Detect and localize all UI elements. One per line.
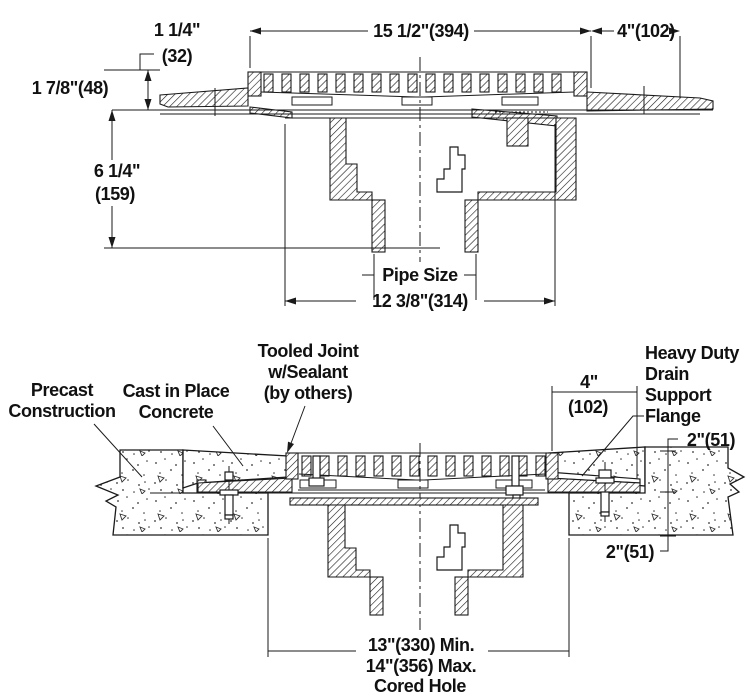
label-joint-line1: Tooled Joint [258, 341, 359, 361]
label-pipe-size: Pipe Size [362, 254, 477, 300]
dim-cored-hole-line1: 13"(330) Min. [368, 635, 474, 655]
dim-grate-lip-in: 1 1/4" [154, 20, 200, 40]
right-rim-flange [586, 91, 714, 112]
label-joint-line2: w/Sealant [267, 362, 348, 382]
dim-sump-depth-in: 6 1/4" [94, 161, 140, 181]
leader-support-flange [581, 415, 644, 477]
dim-sump-depth-mm: (159) [95, 184, 135, 204]
dim-flange-ext-installed: 4" (102) [551, 372, 638, 478]
label-support-line2: Drain [645, 364, 689, 384]
label-cast-in-place: Cast in Place Concrete [123, 381, 244, 467]
outlet-pipe-wall [454, 576, 469, 616]
dim-flange-extension-label: 4"(102) [617, 21, 675, 41]
leader-precast [93, 423, 143, 478]
dim-sump-depth: 6 1/4" (159) [94, 110, 440, 249]
dim-rim-height-label: 1 7/8"(48) [32, 78, 109, 98]
label-support-line1: Heavy Duty [645, 343, 739, 363]
label-tooled-joint: Tooled Joint w/Sealant (by others) [258, 341, 359, 453]
deck-lines [112, 109, 713, 119]
dim-grate-lip-mm: (32) [162, 46, 193, 66]
label-precast-construction: Precast Construction [8, 380, 143, 478]
grate-installed [285, 452, 559, 491]
label-precast-line2: Construction [8, 401, 115, 421]
dim-body-flange-dia: 12 3/8"(314) [284, 124, 556, 311]
left-rim-flange [159, 87, 249, 108]
sediment-bucket-detail [436, 146, 466, 193]
dim-grate-lip: 1 1/4" (32) [104, 20, 200, 71]
grate-bolt-left [308, 455, 325, 487]
drain-body [329, 117, 577, 253]
dim-flange-ext-mm: (102) [568, 397, 608, 417]
cast-in-place-left [182, 449, 289, 489]
outlet-pipe-wall [464, 199, 479, 253]
top-section-view: 15 1/2"(394) 4"(102) 1 1/4" (32) 1 7/8"(… [32, 20, 714, 311]
dim-slab-bottom-label: 2"(51) [606, 542, 655, 562]
label-pipe-size-text: Pipe Size [382, 265, 458, 285]
bottom-installation-view: Precast Construction Cast in Place Concr… [8, 341, 746, 696]
outlet-pipe-wall [371, 199, 386, 253]
sediment-bucket-detail [436, 524, 466, 571]
left-clamp-collar [249, 106, 293, 119]
label-support-line3: Support [645, 385, 712, 405]
dim-flange-extension: 4"(102) [591, 21, 681, 98]
leader-joint-arrow [287, 441, 294, 453]
anchor-bolt-left [219, 466, 239, 524]
dim-cored-hole-line3: Cored Hole [374, 676, 466, 696]
dim-cored-hole-line2: 14"(356) Max. [366, 656, 476, 676]
label-support-flange: Heavy Duty Drain Support Flange [581, 343, 740, 477]
dim-grate-width-label: 15 1/2"(394) [373, 21, 469, 41]
leader-cast [212, 425, 244, 467]
drain-body-installed [289, 497, 539, 616]
dim-slab-top-label: 2"(51) [687, 430, 736, 450]
dim-cored-hole: 13"(330) Min. 14"(356) Max. Cored Hole [267, 538, 570, 696]
label-support-line4: Flange [645, 406, 701, 426]
dim-flange-ext-in: 4" [580, 372, 598, 392]
dim-slab-top: 2"(51) 2"(51) [606, 430, 736, 562]
anchor-bolt-right [595, 462, 615, 522]
dim-body-flange-dia-label: 12 3/8"(314) [372, 291, 468, 311]
label-cast-line2: Concrete [139, 402, 214, 422]
outlet-pipe-wall [369, 576, 384, 616]
label-joint-line3: (by others) [264, 383, 353, 403]
dim-rim-height: 1 7/8"(48) [32, 70, 152, 110]
label-cast-line1: Cast in Place [123, 381, 230, 401]
grate [247, 71, 588, 106]
label-precast-line1: Precast [31, 380, 94, 400]
leader-joint [289, 405, 306, 447]
dim-grate-width: 15 1/2"(394) [249, 21, 592, 88]
